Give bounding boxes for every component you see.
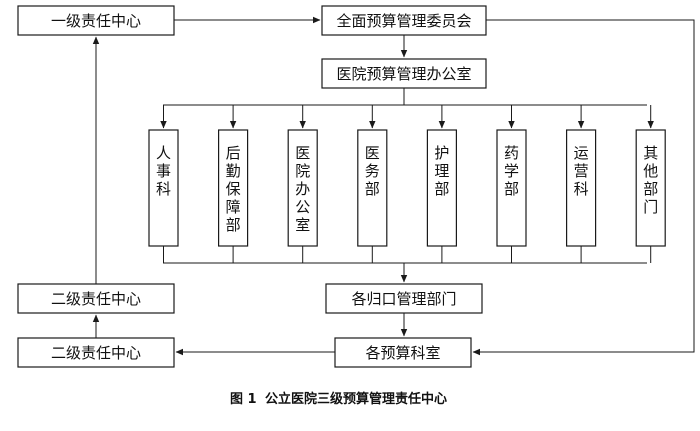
node-central-departments-label: 各归口管理部门 <box>351 290 456 308</box>
node-level2-center-upper-label: 二级责任中心 <box>51 290 141 308</box>
arrow-committee-to-budget-sections <box>472 19 695 356</box>
node-hospital-office-label: 医院预算管理办公室 <box>336 65 471 83</box>
figure-title: 公立医院三级预算管理责任中心 <box>265 391 447 407</box>
department-label: 其他部门 <box>643 144 658 216</box>
node-level1-center-label: 一级责任中心 <box>51 12 141 30</box>
node-level1-center: 一级责任中心 <box>17 5 175 36</box>
department-label: 医务部 <box>365 144 380 198</box>
figure-number: 图 1 <box>230 392 257 407</box>
node-committee: 全面预算管理委员会 <box>321 5 487 36</box>
department-box: 其他部门 <box>635 129 666 247</box>
node-level2-center-lower-label: 二级责任中心 <box>51 344 141 362</box>
department-label: 药学部 <box>504 144 519 198</box>
department-label: 护理部 <box>434 144 449 198</box>
department-box: 药学部 <box>496 129 527 247</box>
node-level2-center-lower: 二级责任中心 <box>17 337 175 368</box>
department-box: 医院办公室 <box>287 129 318 247</box>
node-committee-label: 全面预算管理委员会 <box>336 12 471 30</box>
node-hospital-office: 医院预算管理办公室 <box>321 58 487 89</box>
department-label: 医院办公室 <box>295 144 310 234</box>
department-box: 运营科 <box>565 129 597 247</box>
node-level2-center-upper: 二级责任中心 <box>17 283 175 314</box>
node-budget-sections-label: 各预算科室 <box>365 344 440 362</box>
department-label: 人事科 <box>156 144 171 198</box>
department-label: 运营科 <box>574 144 589 198</box>
department-box: 人事科 <box>148 129 179 247</box>
department-box: 护理部 <box>426 129 457 247</box>
department-label: 后勤保障部 <box>226 144 241 234</box>
department-box: 后勤保障部 <box>218 129 249 247</box>
node-central-departments: 各归口管理部门 <box>325 283 483 314</box>
department-boxes: 人事科 后勤保障部 医院办公室 医务部 护理部 药学部 运营科 其他部门 <box>148 105 666 263</box>
node-budget-sections: 各预算科室 <box>334 337 472 368</box>
connectors <box>92 16 695 356</box>
department-box: 医务部 <box>357 129 388 247</box>
